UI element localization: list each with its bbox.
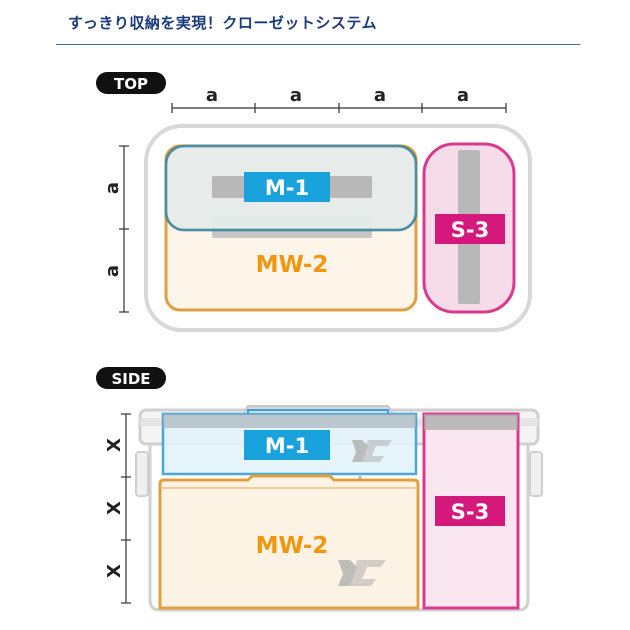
side-height-label-1: X [104, 438, 125, 452]
side-left-handle [135, 451, 149, 497]
header-divider [56, 44, 580, 45]
side-height-label-3: X [104, 564, 125, 578]
top-height-label-2: a [102, 265, 123, 277]
side-m1-label: M-1 [265, 434, 309, 458]
top-width-label-3: a [374, 85, 386, 106]
top-mw2-label: MW-2 [256, 252, 329, 278]
side-right-handle [529, 451, 543, 497]
side-badge-bg [96, 367, 166, 389]
top-s3-label-bg [435, 214, 505, 244]
side-s3-label: S-3 [451, 500, 489, 524]
top-width-label-1: a [206, 85, 218, 106]
side-s3-lid-strip [424, 414, 518, 430]
top-badge: TOP [114, 75, 148, 93]
top-width-label-4: a [457, 85, 469, 106]
side-m1-label-bg [244, 430, 330, 460]
side-height-label-2: X [104, 501, 125, 515]
top-s3-label: S-3 [451, 218, 489, 242]
top-view: TOP a a a a a a [96, 72, 532, 332]
side-view: SIDE X X X M-1 [96, 367, 543, 612]
side-m1-lid-strip [163, 414, 416, 428]
side-m1-handle [247, 409, 389, 414]
side-s3-label-bg [435, 496, 505, 526]
side-mw2-label: MW-2 [256, 533, 329, 559]
top-width-dimension [171, 103, 507, 113]
side-mw2-brand-mark [338, 560, 386, 586]
side-height-dimension [121, 413, 131, 604]
top-height-dimension [119, 145, 129, 313]
top-m1-box-outline [165, 145, 417, 231]
top-m1-label: M-1 [265, 176, 309, 200]
page-title: すっきり収納を実現！クローゼットシステム [68, 14, 377, 32]
top-badge-bg [96, 72, 166, 94]
top-m1-label-bg [244, 172, 330, 202]
side-m1-brand-mark [352, 440, 392, 462]
side-badge: SIDE [111, 370, 150, 388]
top-width-label-2: a [290, 85, 302, 106]
top-height-label-1: a [102, 182, 123, 194]
